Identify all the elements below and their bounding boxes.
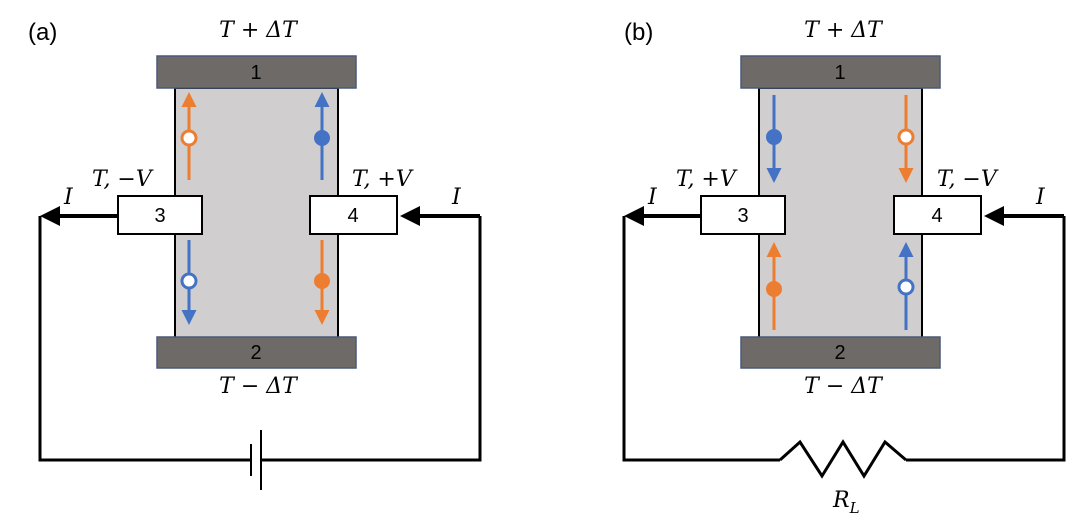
panel-a-probe-4-label: 4	[347, 205, 358, 227]
panel-a-reservoir-2-label: 2	[250, 342, 261, 364]
panel-b-wire-left	[622, 216, 780, 462]
panel-a-hole-filled-marker	[314, 273, 330, 289]
panel-a-top-temperature: T + ΔT	[219, 18, 299, 43]
panel-b-bottom-temperature: T − ΔT	[804, 374, 884, 399]
panel-a-electron-filled-marker	[314, 130, 330, 146]
panel-b-load-label: RL	[832, 488, 860, 517]
panel-a-electron-open-marker	[180, 272, 198, 290]
panel-a-bottom-temperature: T − ΔT	[219, 374, 299, 399]
panel-a-reservoir-1-label: 1	[250, 62, 261, 84]
panel-a-wire-right	[262, 216, 482, 462]
panel-b-current-left-label: I	[647, 185, 658, 210]
panel-b: (b) T + ΔT 1 2 T − ΔT 3 4 T, +V T, −V I …	[622, 18, 1066, 517]
panel-b-reservoir-2-label: 2	[834, 342, 845, 364]
panel-a-probe-4	[309, 195, 398, 235]
panel-a-reservoir-1	[156, 55, 357, 89]
panel-a-label: (a)	[28, 19, 57, 46]
panel-b-hole-filled-marker	[766, 281, 782, 297]
panel-b-probe-3	[700, 195, 786, 235]
panel-b-current-right-label: I	[1035, 185, 1046, 210]
panel-b-reservoir-2	[740, 336, 941, 369]
battery-icon	[250, 430, 262, 490]
panel-a-left-probe-condition: T, −V	[92, 167, 154, 192]
panel-b-probe-4	[893, 195, 982, 235]
panel-b-probe-3-label: 3	[737, 205, 748, 227]
resistor-icon	[778, 439, 907, 479]
panel-b-label: (b)	[624, 19, 653, 46]
panel-a-probe-3-label: 3	[154, 205, 165, 227]
panel-b-right-probe-condition: T, −V	[937, 167, 999, 192]
panel-a: (a) T + ΔT 1 2 T − ΔT 3 4 T, −V T, +V I	[28, 18, 482, 490]
panel-b-hole-open-marker	[897, 128, 915, 146]
panel-b-left-probe-condition: T, +V	[676, 167, 738, 192]
panel-b-reservoir-1	[740, 55, 941, 89]
panel-a-right-probe-condition: T, +V	[352, 167, 414, 192]
panel-a-current-left-label: I	[63, 185, 74, 210]
panel-b-electron-filled-marker	[766, 129, 782, 145]
panel-b-probe-4-label: 4	[931, 205, 942, 227]
panel-b-top-temperature: T + ΔT	[804, 18, 884, 43]
panel-a-wire-left	[38, 216, 251, 462]
panel-b-wire-right	[906, 216, 1066, 462]
panel-a-current-right-label: I	[451, 185, 462, 210]
panel-a-reservoir-2	[156, 336, 357, 369]
panel-b-reservoir-1-label: 1	[834, 62, 845, 84]
panel-a-hole-open-marker	[180, 129, 198, 147]
panel-b-electron-open-marker	[897, 278, 915, 296]
